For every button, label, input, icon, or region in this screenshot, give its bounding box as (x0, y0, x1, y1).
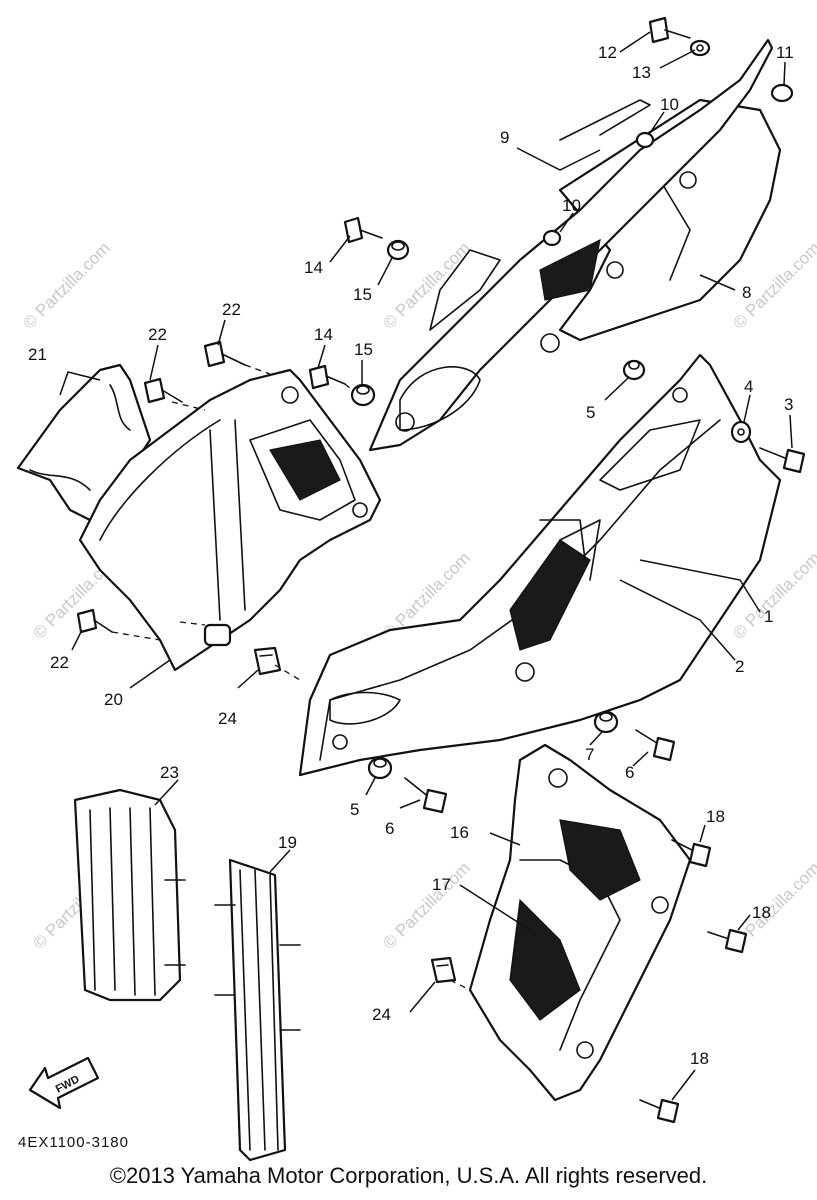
callout-5: 5 (586, 403, 595, 422)
callout-21: 21 (28, 345, 47, 364)
callout-20: 20 (104, 690, 123, 709)
callout-19: 19 (278, 833, 297, 852)
watermark: © Partzilla.com (19, 238, 113, 332)
callout-8: 8 (742, 283, 751, 302)
part-1-side-cover (298, 353, 782, 777)
part-19-louver (214, 858, 301, 1162)
callout-4: 4 (744, 377, 753, 396)
copyright-notice: ©2013 Yamaha Motor Corporation, U.S.A. A… (109, 1163, 708, 1188)
callout-1: 1 (764, 607, 773, 626)
callout-6: 6 (385, 819, 394, 838)
diagram-code: 4EX1100-3180 (18, 1134, 129, 1151)
watermark: © Partzilla.com (379, 858, 473, 952)
callout-22: 22 (50, 653, 69, 672)
callout-15: 15 (353, 285, 372, 304)
callout-12: 12 (598, 43, 617, 62)
callout-17: 17 (432, 875, 451, 894)
callout-5: 5 (350, 800, 359, 819)
callout-13: 13 (632, 63, 651, 82)
callout-2: 2 (735, 657, 744, 676)
callout-10: 10 (660, 95, 679, 114)
callout-24: 24 (218, 709, 237, 728)
callout-18: 18 (706, 807, 725, 826)
callout-15: 15 (354, 340, 373, 359)
fasteners (76, 16, 806, 1124)
callout-14: 14 (314, 325, 333, 344)
part-23-radiator-guard (73, 788, 186, 1002)
callout-23: 23 (160, 763, 179, 782)
callout-9: 9 (500, 128, 509, 147)
callout-22: 22 (148, 325, 167, 344)
callout-22: 22 (222, 300, 241, 319)
callout-14: 14 (304, 258, 323, 277)
callout-24: 24 (372, 1005, 391, 1024)
part-9-graphic (368, 38, 774, 452)
callout-18: 18 (752, 903, 771, 922)
part-16-side-cover (468, 743, 692, 1102)
callout-16: 16 (450, 823, 469, 842)
leader-lines (59, 31, 793, 1101)
callout-6: 6 (625, 763, 634, 782)
callout-11: 11 (776, 43, 794, 62)
callouts: 12 13 11 10 9 10 14 15 8 21 22 22 14 15 … (28, 43, 794, 1068)
alignment-lines (111, 364, 471, 991)
callout-7: 7 (585, 745, 594, 764)
callout-18: 18 (690, 1049, 709, 1068)
fwd-arrow-icon: FWD (28, 1056, 100, 1110)
callout-3: 3 (784, 395, 793, 414)
callout-10: 10 (562, 196, 581, 215)
